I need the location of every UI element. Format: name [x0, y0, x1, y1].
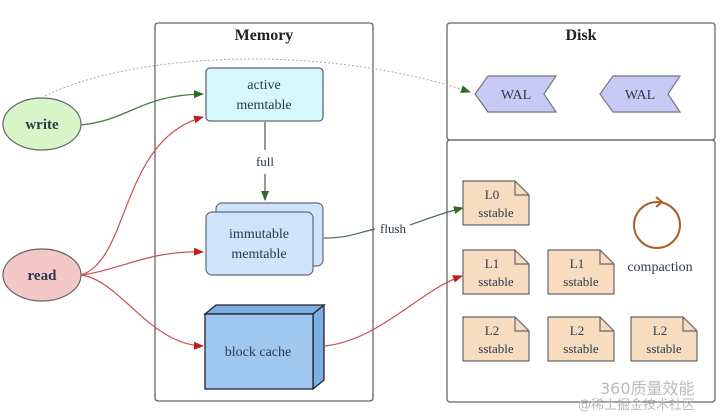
sstable-label: sstable: [478, 341, 514, 356]
sstable-level: L1: [485, 256, 499, 271]
wal-1-label: WAL: [501, 88, 531, 103]
wal-2-label: WAL: [625, 88, 655, 103]
flush-edge-a: [323, 228, 376, 239]
sstable-node[interactable]: L2 sstable: [547, 316, 615, 362]
page-fold-icon: [599, 317, 614, 332]
write-to-active-edge: [80, 90, 204, 126]
sstable-node[interactable]: L2 sstable: [462, 316, 530, 362]
flush-edge-label: flush: [380, 221, 407, 236]
memory-cluster: [154, 22, 374, 402]
page-fold-icon: [514, 181, 529, 196]
write-to-wal-edge: [44, 58, 471, 97]
read-to-active-edge: [80, 115, 204, 276]
sstable-label: sstable: [478, 274, 514, 289]
sstable-level: L2: [653, 323, 667, 338]
sstable-group: L0sstableL1sstableL1sstableL2sstableL2ss…: [462, 180, 698, 362]
sstable-level: L0: [485, 187, 499, 202]
active-line2: memtable: [236, 98, 291, 113]
full-edge-label: full: [256, 154, 274, 169]
compaction-node[interactable]: compaction: [627, 196, 693, 275]
read-label: read: [28, 268, 58, 284]
sstable-cluster: [446, 139, 716, 403]
active-line1: active: [247, 78, 280, 93]
watermark-line1: 360质量效能: [600, 379, 695, 398]
immutable-line2: memtable: [231, 247, 286, 262]
cache-to-l1-edge: [324, 275, 463, 347]
wal-node-1[interactable]: WAL: [474, 75, 558, 113]
watermark-line2: @稀土掘金技术社区: [578, 397, 695, 413]
memory-title: Memory: [235, 27, 294, 44]
sstable-label: sstable: [478, 205, 514, 220]
read-to-cache-edge: [80, 274, 204, 350]
sstable-node[interactable]: L1 sstable: [462, 249, 530, 295]
sstable-node[interactable]: L2 sstable: [630, 316, 698, 362]
sstable-label: sstable: [563, 274, 599, 289]
write-node[interactable]: write: [2, 97, 82, 151]
immutable-line1: immutable: [229, 227, 289, 242]
page-fold-icon: [599, 250, 614, 265]
flush-edge-b: [409, 206, 464, 226]
sstable-level: L1: [570, 256, 584, 271]
block-cache-label: block cache: [225, 345, 291, 360]
active-memtable-node[interactable]: active memtable: [205, 67, 324, 122]
page-fold-icon: [682, 317, 697, 332]
read-node[interactable]: read: [2, 248, 82, 302]
write-label: write: [25, 117, 59, 133]
sstable-level: L2: [570, 323, 584, 338]
page-fold-icon: [514, 250, 529, 265]
immutable-memtable-node[interactable]: immutable memtable: [205, 202, 324, 276]
sstable-node[interactable]: L1 sstable: [547, 249, 615, 295]
page-fold-icon: [514, 317, 529, 332]
block-cache-node[interactable]: block cache: [203, 303, 326, 391]
compaction-label: compaction: [627, 260, 692, 275]
wal-node-2[interactable]: WAL: [599, 75, 682, 113]
sstable-label: sstable: [563, 341, 599, 356]
sstable-label: sstable: [646, 341, 682, 356]
disk-title: Disk: [565, 27, 596, 44]
sstable-level: L2: [485, 323, 499, 338]
sstable-node[interactable]: L0 sstable: [462, 180, 530, 226]
read-to-immutable-edge: [80, 247, 204, 276]
compaction-arrow-icon: [655, 196, 664, 208]
